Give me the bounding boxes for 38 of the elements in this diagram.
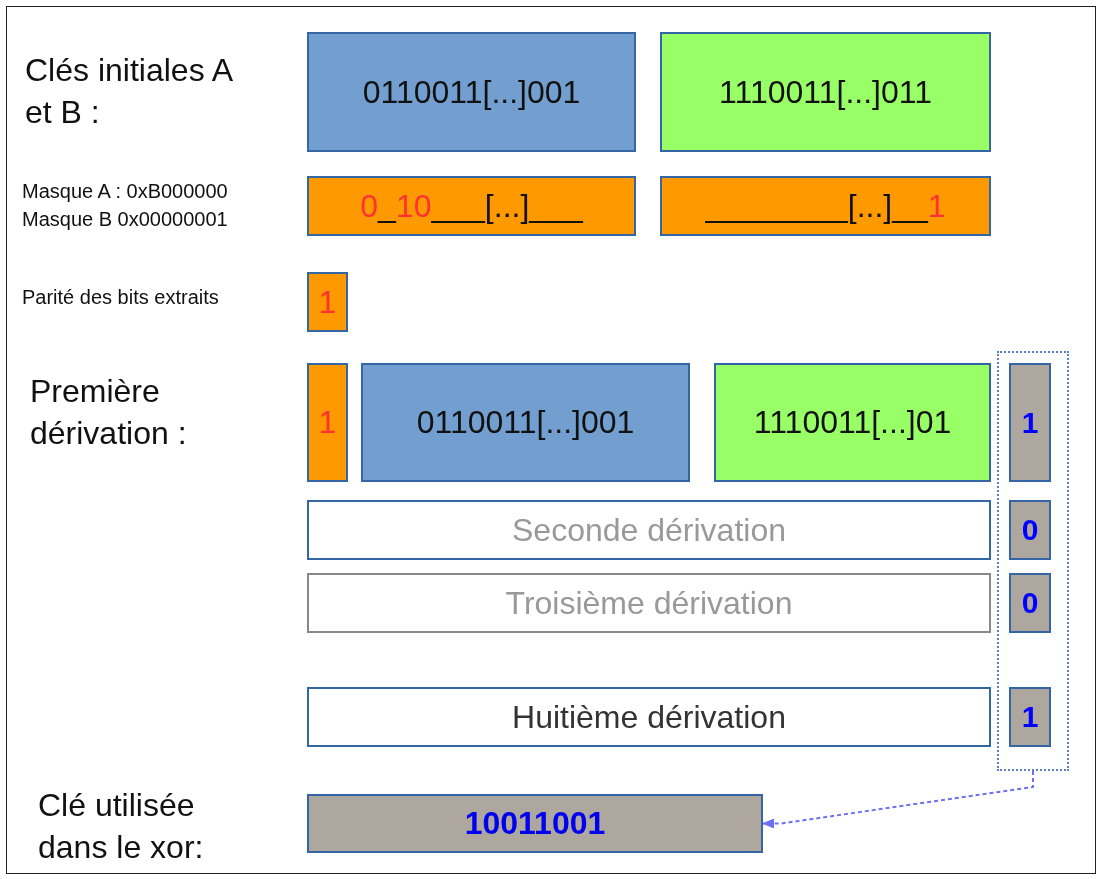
box-text: 1 (1021, 405, 1039, 440)
box-text: 0 (1021, 586, 1039, 620)
box-text: 10011001 (464, 805, 606, 842)
parity-box (307, 272, 348, 332)
box-text: 1110011[...]01 (753, 404, 952, 441)
mask-box (660, 176, 991, 236)
bit-box (1009, 687, 1051, 747)
box-text: 0110011[...]001 (362, 73, 581, 111)
box-text: 1 (318, 283, 337, 321)
derivation-box (307, 500, 991, 560)
box-text: 1 (318, 404, 337, 441)
mask-box (307, 176, 636, 236)
arrow (762, 770, 1034, 829)
parity-box (307, 363, 348, 482)
box-text: 1 (1021, 700, 1039, 734)
box-text: Huitième dérivation (512, 698, 786, 736)
group-box (997, 351, 1069, 771)
key-box (361, 363, 690, 482)
box-text: Troisième dérivation (505, 584, 793, 622)
box-text: 0110011[...]001 (416, 404, 635, 441)
result-box (307, 794, 763, 853)
derivation-box (307, 687, 991, 747)
row-label: Masque A : 0xB000000 (22, 179, 229, 204)
key-box (714, 363, 991, 482)
row-label: Masque B 0x00000001 (22, 207, 229, 232)
row-label: Clés initiales A et B : (25, 51, 233, 132)
bit-box (1009, 363, 1051, 482)
row-label: Clé utilisée dans le xor: (38, 786, 205, 867)
key-box (307, 32, 636, 152)
row-label: Parité des bits extraits (22, 285, 220, 310)
box-text: Seconde dérivation (512, 511, 786, 549)
row-label: Première dérivation : (30, 372, 188, 453)
key-box (660, 32, 991, 152)
bit-box (1009, 500, 1051, 560)
box-text: 1110011[...]011 (719, 73, 932, 111)
derivation-box (307, 573, 991, 633)
box-text: 0 (1021, 513, 1039, 547)
bit-box (1009, 573, 1051, 633)
